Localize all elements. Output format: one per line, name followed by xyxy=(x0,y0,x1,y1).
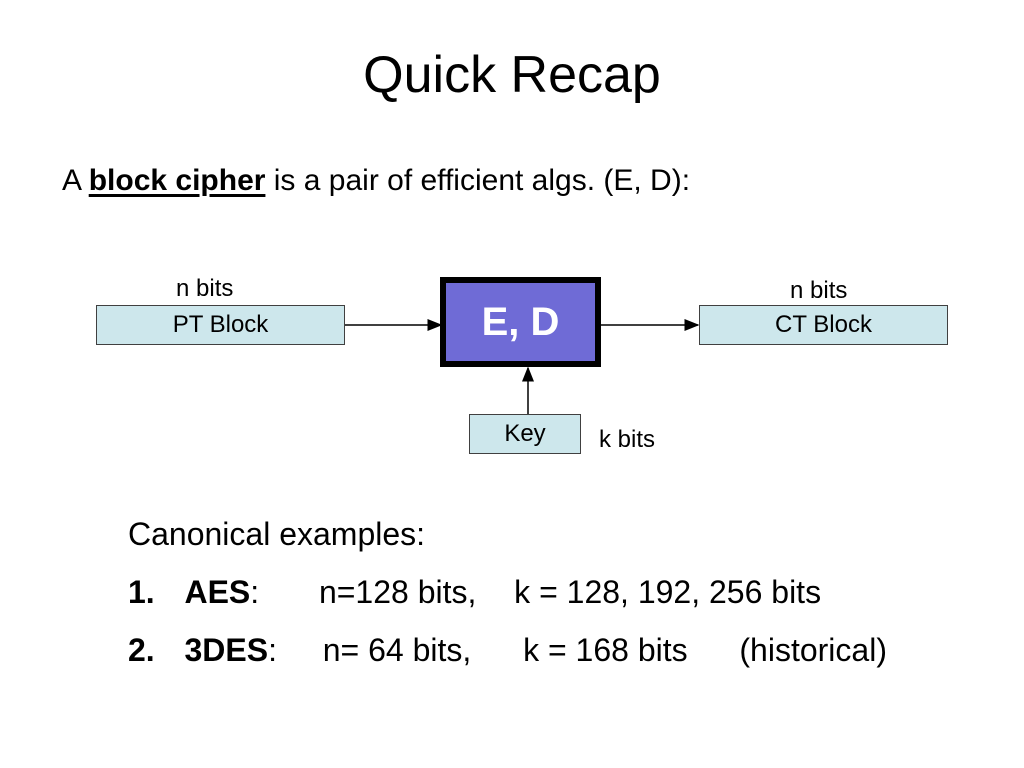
key-block: Key xyxy=(469,414,581,454)
cipher-box: E, D xyxy=(440,277,601,367)
definition-suffix: is a pair of efficient algs. (E, D): xyxy=(273,164,691,197)
ct-bits-label: n bits xyxy=(790,277,848,304)
example-k: k = 128, 192, 256 bits xyxy=(514,574,822,610)
example-name: 3DES xyxy=(184,632,269,668)
example-name: AES xyxy=(184,574,251,610)
example-sep: : xyxy=(250,574,260,610)
pt-block: PT Block xyxy=(96,305,345,345)
definition-prefix: A xyxy=(62,164,81,197)
example-row-2: 2. 3DES: n= 64 bits, k = 168 bits (histo… xyxy=(128,630,887,670)
ct-block: CT Block xyxy=(699,305,948,345)
example-sep: : xyxy=(268,632,277,668)
definition-line: A block cipher is a pair of efficient al… xyxy=(62,161,690,201)
example-n: n= 64 bits, xyxy=(322,632,472,668)
cipher-label: E, D xyxy=(481,299,560,344)
pt-bits-label: n bits xyxy=(176,275,234,302)
example-k: k = 168 bits xyxy=(523,632,688,668)
pt-block-label: PT Block xyxy=(172,311,269,338)
example-note: (historical) xyxy=(739,632,887,668)
definition-term: block cipher xyxy=(88,164,266,197)
example-number: 2. xyxy=(128,632,155,668)
key-bits-label: k bits xyxy=(599,426,656,453)
examples-heading: Canonical examples: xyxy=(128,516,426,552)
ct-block-label: CT Block xyxy=(775,311,872,338)
example-n: n=128 bits, xyxy=(318,574,477,610)
example-row-1: 1. AES: n=128 bits, k = 128, 192, 256 bi… xyxy=(128,572,821,612)
slide-title: Quick Recap xyxy=(363,46,661,104)
key-block-label: Key xyxy=(504,420,546,447)
example-number: 1. xyxy=(128,574,155,610)
